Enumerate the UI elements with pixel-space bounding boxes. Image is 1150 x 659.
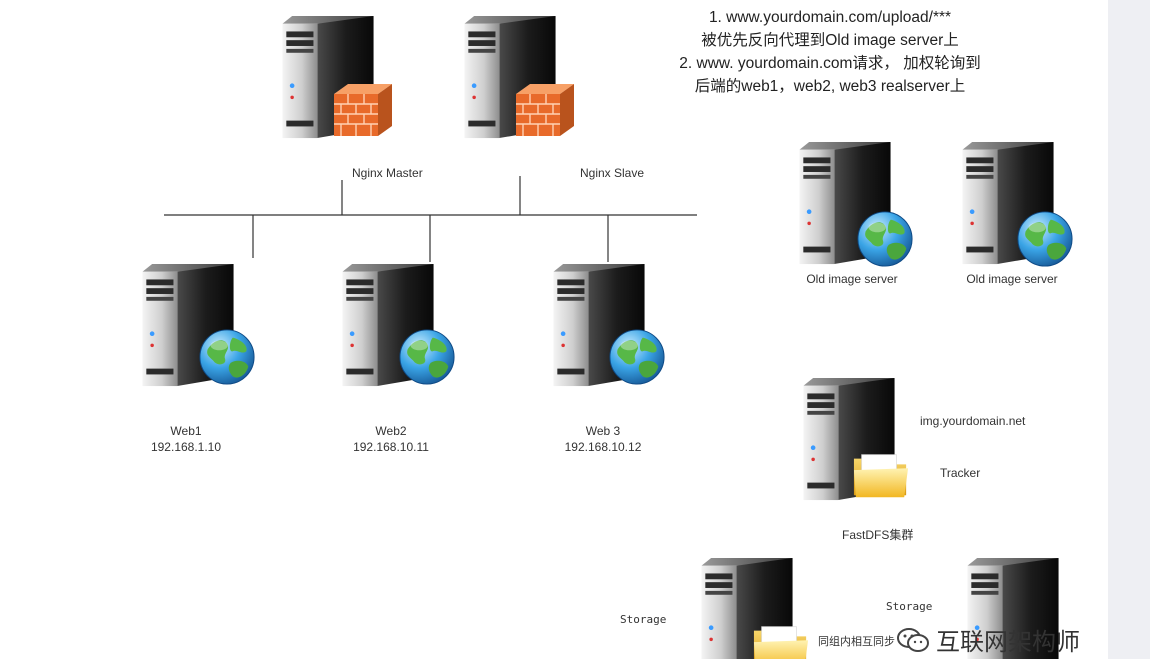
sync-note-label: 同组内相互同步 [818,636,895,648]
web3-ip: 192.168.10.12 [564,440,642,454]
folder-icon [753,626,809,659]
note-line-4: 后端的web1，web2, web3 realserver上 [694,78,966,95]
nginx-slave-server [464,15,575,139]
watermark: 互联网架构师 [896,622,1080,657]
storage-server-left [701,557,809,659]
nginx-master-label: Nginx Master [352,166,423,180]
note-line-3: 2. www. yourdomain.com请求， 加权轮询到 [679,55,981,72]
firewall-icon [334,83,393,137]
fastdfs-cluster-label: FastDFS集群 [842,528,914,542]
wechat-icon [897,627,929,652]
storage-left-label: Storage [620,613,667,626]
web2-server [342,263,455,387]
note-line-1: 1. www.yourdomain.com/upload/*** [708,9,952,26]
web1-ip: 192.168.1.10 [150,440,222,454]
web3-name: Web 3 [585,424,621,438]
note-line-2: 被优先反向代理到Old image server上 [701,32,959,49]
network-bus [164,176,697,262]
routing-notes: 1. www.yourdomain.com/upload/*** 被优先反向代理… [640,6,1020,98]
folder-icon [853,454,909,498]
old-image-server-1-label: Old image server [806,272,898,286]
old-image-server-2 [962,141,1073,267]
old-image-server-2-label: Old image server [966,272,1058,286]
web2-name: Web2 [375,424,407,438]
old-image-server-1 [799,141,913,267]
web2-ip: 192.168.10.11 [353,440,429,454]
tracker-label: Tracker [940,466,981,480]
storage-right-label: Storage [886,600,933,613]
firewall-icon [516,83,575,137]
page-edge [1108,0,1150,659]
globe-icon [609,329,665,385]
web3-server [553,263,665,387]
globe-icon [399,329,455,385]
nginx-master-server [282,15,393,139]
img-domain-label: img.yourdomain.net [920,414,1026,428]
web1-name: Web1 [170,424,202,438]
globe-icon [857,211,913,267]
fastdfs-tracker-server [803,377,909,501]
web1-server [142,263,255,387]
globe-icon [1017,211,1073,267]
globe-icon [199,329,255,385]
nginx-slave-label: Nginx Slave [580,166,645,180]
watermark-text: 互联网架构师 [936,628,1080,656]
